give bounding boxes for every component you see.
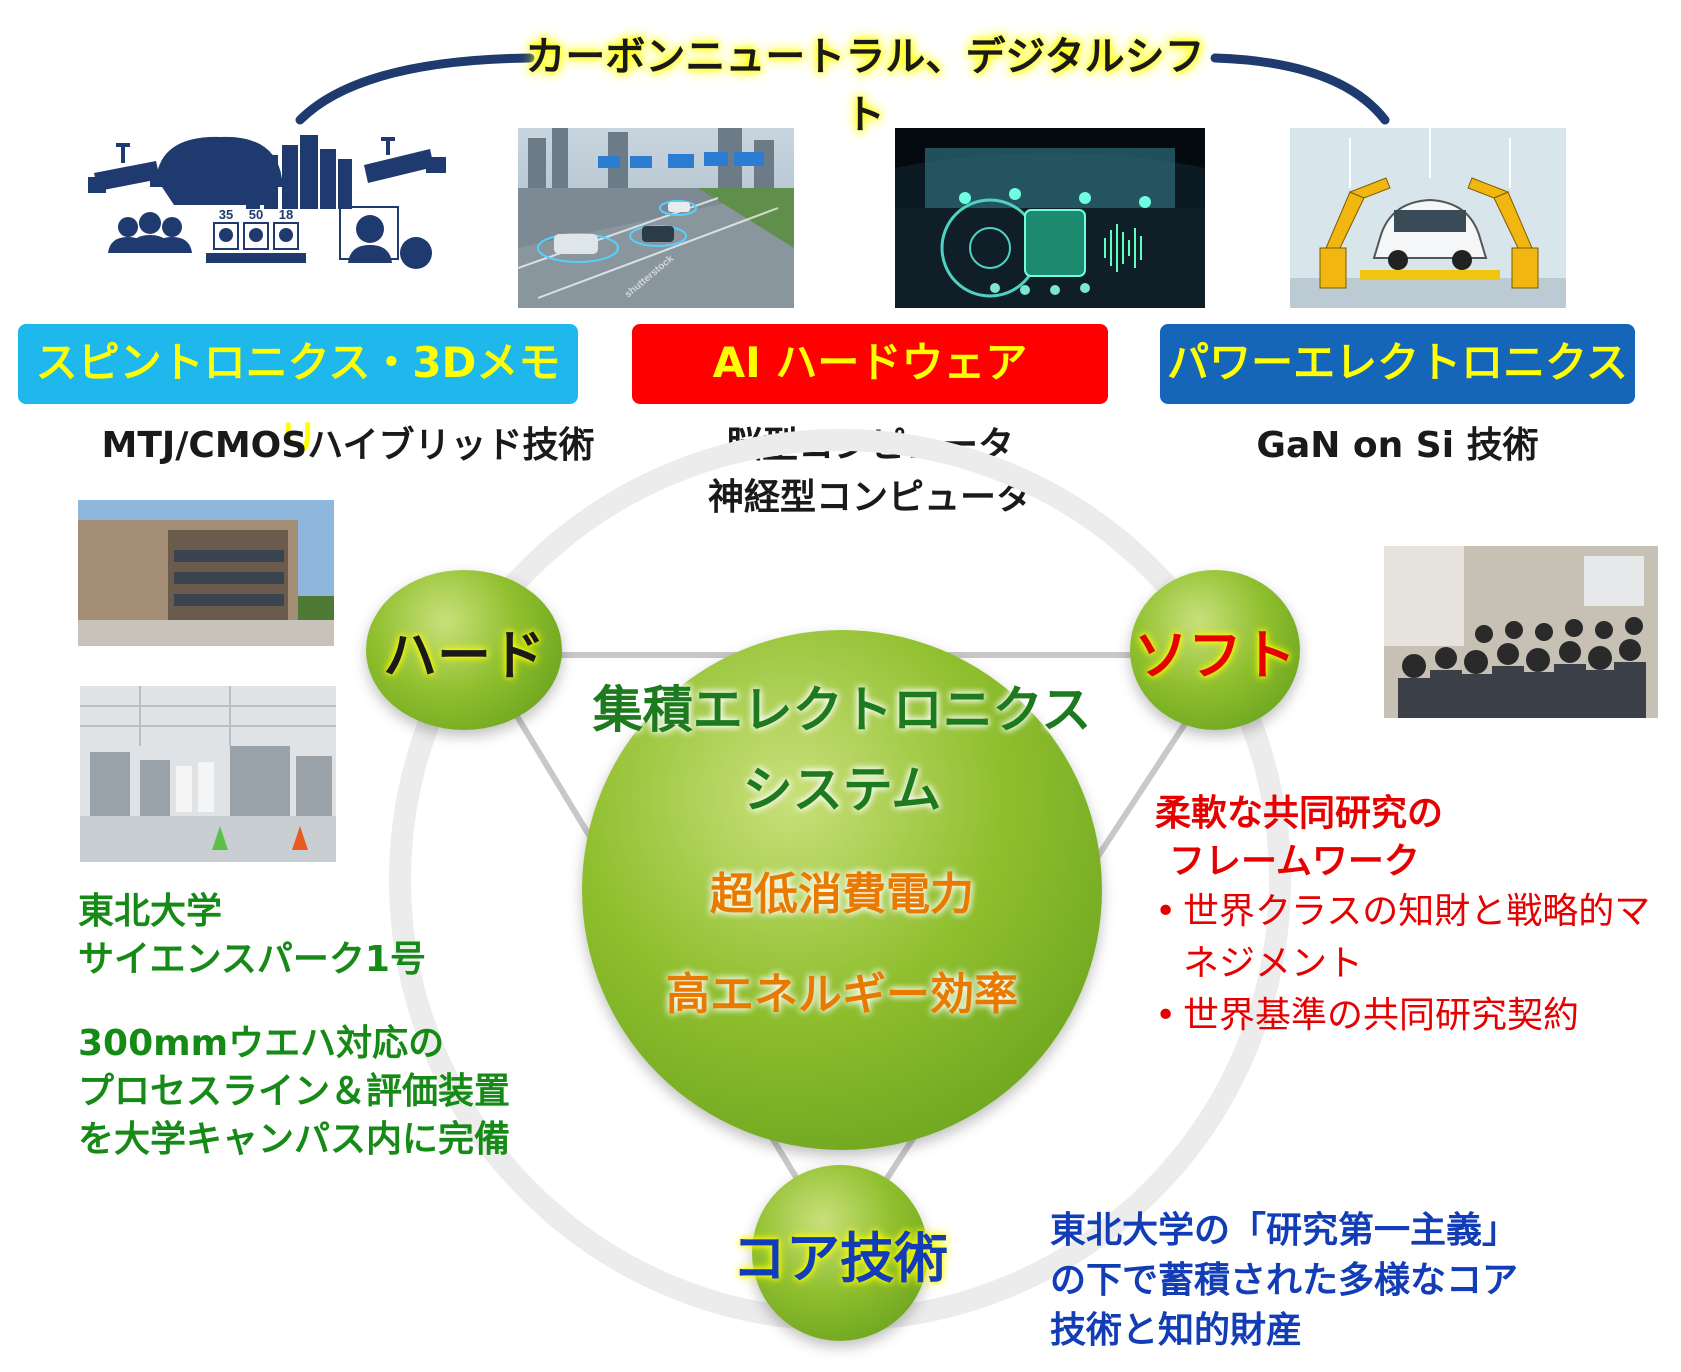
pillar-power-tech: GaN on Si 技術	[1256, 425, 1539, 466]
left-text-line5: を大学キャンパス内に完備	[78, 1119, 511, 1160]
pillar-spintronics-tech: MTJ/CMOSハイブリッド技術	[101, 425, 595, 466]
left-text-line4: プロセスライン＆評価装置	[78, 1071, 511, 1112]
bottom-text-line3: 技術と知的財産	[1050, 1310, 1303, 1351]
top-arc	[295, 53, 1390, 125]
icon-number-2: 50	[249, 207, 263, 222]
icon-number-3: 18	[279, 207, 293, 222]
left-text-line3: 300mmウエハ対応の	[78, 1023, 445, 1064]
meeting-audience-photo	[1384, 546, 1658, 718]
bullet-dot-2: •	[1155, 995, 1177, 1036]
left-text-line2: サイエンスパーク1号	[78, 939, 426, 980]
center-title-line2: システム	[742, 761, 942, 819]
right-text-block: 柔軟な共同研究の フレームワーク •世界クラスの知財と戦略的マ ネジメント •世…	[1155, 790, 1675, 1042]
bottom-text-block: 東北大学の「研究第一主義」 の下で蓄積された多様なコア 技術と知的財産	[1050, 1206, 1650, 1356]
smart-city-icon: 35 50 18	[88, 135, 446, 269]
center-circle: 集積エレクトロニクス システム 超低消費電力 高エネルギー効率	[582, 630, 1102, 1150]
theme-title: カーボンニュートラル、デジタルシフト	[525, 34, 1205, 138]
right-text-line1: 柔軟な共同研究の	[1155, 793, 1444, 834]
science-park-building-photo	[78, 500, 334, 646]
center-goal-low-power: 超低消費電力	[710, 869, 974, 920]
bottom-text-line1: 東北大学の「研究第一主義」	[1050, 1210, 1519, 1251]
right-text-line2: フレームワーク	[1169, 841, 1420, 882]
center-title-line1: 集積エレクトロニクス	[592, 681, 1092, 739]
car-cockpit-photo	[895, 128, 1205, 308]
center-goal-efficiency: 高エネルギー効率	[666, 969, 1018, 1020]
bullet-dot-1: •	[1155, 891, 1177, 932]
core-node-label: コア技術	[732, 1226, 948, 1290]
cleanroom-photo	[80, 686, 336, 862]
autonomous-road-photo: shutterstock	[518, 128, 794, 308]
right-bullet1-b: ネジメント	[1183, 943, 1364, 984]
pillar-ai-hardware-banner: AI ハードウェア	[632, 324, 1108, 404]
left-text-block: 東北大学 サイエンスパーク1号 300mmウエハ対応の プロセスライン＆評価装置…	[78, 888, 598, 1164]
core-node: コア技術	[732, 1165, 948, 1341]
pillar-power-electronics-banner: パワーエレクトロニクス	[1160, 324, 1635, 404]
right-bullet1-a: 世界クラスの知財と戦略的マ	[1183, 891, 1651, 932]
hard-node: ハード	[366, 570, 562, 730]
icon-number-1: 35	[219, 207, 233, 222]
soft-node-label: ソフト	[1134, 623, 1296, 687]
soft-node: ソフト	[1130, 570, 1300, 730]
pillar-ai-tech-2: 神経型コンピュータ	[707, 477, 1032, 518]
bottom-text-line2: の下で蓄積された多様なコア	[1050, 1260, 1519, 1301]
right-bullet2: 世界基準の共同研究契約	[1183, 995, 1580, 1036]
robot-factory-illustration	[1290, 128, 1566, 308]
pillar-spintronics-banner: スピントロニクス・3Dメモリ	[18, 324, 578, 465]
hard-node-label: ハード	[383, 623, 545, 687]
left-text-line1: 東北大学	[78, 891, 223, 932]
